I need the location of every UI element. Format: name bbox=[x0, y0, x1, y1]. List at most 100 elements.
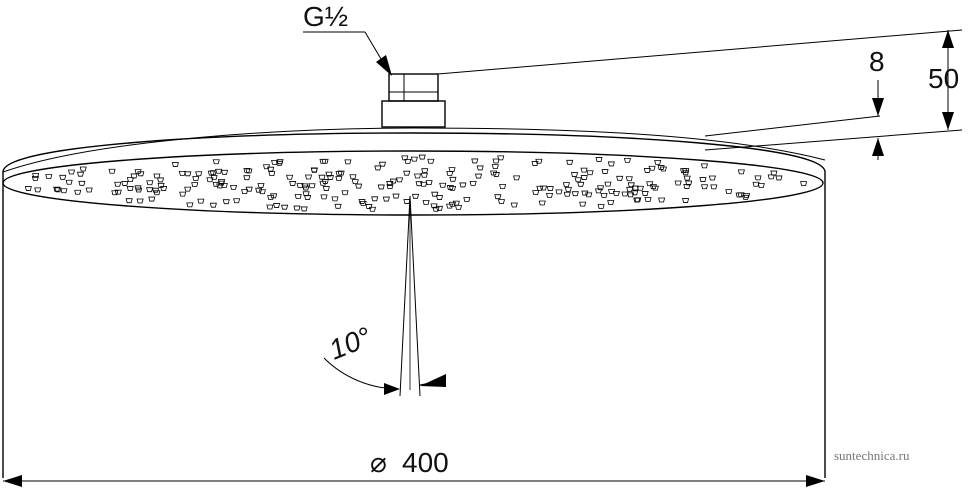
nozzle bbox=[742, 194, 750, 200]
nozzle bbox=[302, 185, 310, 191]
nozzle bbox=[412, 193, 420, 199]
nozzle bbox=[570, 172, 578, 177]
nozzle bbox=[255, 187, 263, 193]
dim-8-arrow-bottom bbox=[872, 138, 884, 156]
nozzle bbox=[452, 200, 460, 206]
nozzle bbox=[775, 175, 783, 181]
nozzle bbox=[281, 204, 289, 210]
nozzle bbox=[403, 170, 411, 176]
nozzle bbox=[494, 194, 502, 200]
connector-nut bbox=[388, 73, 439, 102]
diameter-value: 400 bbox=[402, 447, 449, 478]
nozzle bbox=[439, 182, 447, 188]
nozzle bbox=[53, 186, 61, 192]
nozzle bbox=[243, 175, 251, 181]
nozzle bbox=[767, 174, 775, 180]
height-small-label: 8 bbox=[869, 46, 885, 77]
nozzle bbox=[296, 183, 304, 188]
nozzle bbox=[535, 158, 543, 164]
nozzle bbox=[153, 190, 161, 196]
nozzle bbox=[267, 195, 275, 200]
nozzle bbox=[114, 189, 122, 195]
nozzle bbox=[581, 190, 589, 196]
nozzle bbox=[648, 165, 656, 171]
diameter-dimension: ⌀ 400 bbox=[3, 447, 825, 487]
nozzle bbox=[377, 184, 385, 190]
thread-callout: G½ bbox=[303, 1, 392, 76]
nozzle bbox=[604, 181, 612, 187]
nozzle bbox=[60, 188, 68, 194]
nozzle bbox=[85, 187, 93, 193]
height-dimensions: 50 8 bbox=[437, 29, 963, 160]
nozzle bbox=[446, 185, 454, 190]
nozzle bbox=[600, 192, 608, 198]
nozzle bbox=[233, 198, 241, 204]
nozzle bbox=[425, 180, 433, 186]
nozzle bbox=[396, 177, 404, 183]
nozzle bbox=[59, 174, 67, 180]
nozzle bbox=[700, 163, 708, 169]
nozzle bbox=[499, 184, 507, 189]
nozzle bbox=[286, 174, 294, 180]
nozzle bbox=[32, 173, 40, 178]
nozzle bbox=[403, 199, 411, 204]
nozzle bbox=[708, 175, 716, 181]
nozzle bbox=[341, 190, 349, 196]
nozzle bbox=[378, 161, 386, 167]
nozzle bbox=[209, 202, 217, 208]
nozzle bbox=[160, 186, 168, 191]
nozzle bbox=[418, 154, 426, 160]
nozzle bbox=[197, 198, 205, 204]
height-total-label: 50 bbox=[928, 63, 959, 94]
nozzle bbox=[492, 158, 500, 164]
nozzle bbox=[212, 181, 220, 187]
nozzle bbox=[229, 184, 238, 190]
nozzle bbox=[459, 182, 467, 188]
nozzle bbox=[586, 170, 594, 176]
nozzle bbox=[271, 159, 279, 165]
nozzle bbox=[179, 191, 187, 197]
nozzle bbox=[685, 180, 693, 186]
nozzle bbox=[510, 202, 518, 208]
nozzle bbox=[301, 183, 309, 189]
diameter-arrow-left bbox=[3, 475, 22, 487]
nozzle bbox=[126, 177, 134, 183]
nozzle bbox=[401, 155, 409, 161]
nozzle bbox=[800, 181, 808, 187]
thread-leader-arrow bbox=[376, 55, 392, 76]
nozzle bbox=[725, 189, 733, 195]
nozzle bbox=[114, 181, 122, 187]
nozzle bbox=[577, 181, 585, 187]
nozzle bbox=[546, 186, 554, 191]
nozzle bbox=[607, 161, 615, 167]
nozzle bbox=[497, 155, 505, 161]
nozzle bbox=[358, 199, 366, 204]
nozzle bbox=[371, 196, 379, 202]
nozzle bbox=[513, 175, 521, 181]
nozzle bbox=[137, 171, 145, 177]
nozzle bbox=[351, 179, 359, 184]
angle-arrow-left bbox=[384, 383, 400, 395]
nozzle bbox=[657, 165, 665, 170]
nozzle bbox=[209, 170, 217, 176]
nozzle bbox=[585, 192, 593, 198]
nozzle bbox=[125, 198, 133, 204]
nozzle bbox=[474, 173, 483, 179]
nozzle bbox=[471, 158, 479, 164]
nozzle bbox=[601, 169, 609, 174]
nozzle bbox=[621, 191, 629, 197]
nozzle bbox=[130, 173, 138, 179]
connector-base bbox=[381, 100, 446, 128]
nozzle bbox=[490, 170, 498, 176]
outer-rim bbox=[2, 132, 826, 478]
nozzle bbox=[634, 197, 642, 203]
nozzle bbox=[374, 165, 382, 171]
watermark: suntechnica.ru bbox=[834, 448, 910, 463]
nozzle bbox=[270, 193, 278, 199]
nozzle bbox=[531, 161, 539, 166]
nozzle bbox=[325, 171, 333, 177]
nozzle bbox=[191, 182, 199, 188]
nozzle bbox=[241, 189, 249, 195]
nozzle bbox=[538, 200, 546, 206]
nozzle bbox=[382, 196, 390, 202]
